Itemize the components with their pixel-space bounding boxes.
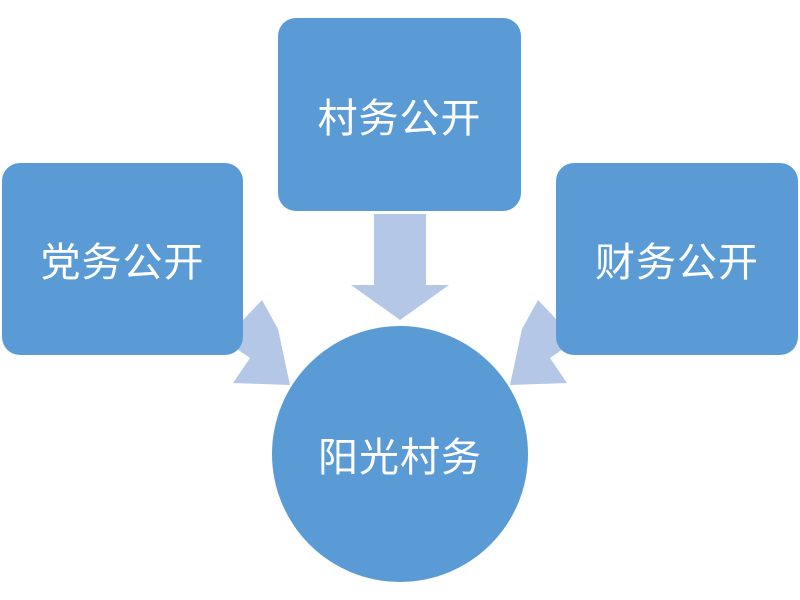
node-label: 财务公开: [595, 240, 759, 286]
node-financial-affairs-public: 财务公开: [556, 163, 798, 355]
node-label: 党务公开: [40, 240, 205, 286]
arrow-left-to-center: [224, 300, 290, 385]
node-label: 村务公开: [317, 95, 482, 142]
node-village-affairs-public: 村务公开: [278, 18, 521, 211]
arrow-right-to-center: [510, 300, 576, 385]
arrow-top-to-center: [351, 214, 449, 320]
node-sunshine-village-affairs: 阳光村务: [272, 326, 528, 582]
node-party-affairs-public: 党务公开: [2, 163, 243, 355]
node-label: 阳光村务: [318, 435, 482, 481]
